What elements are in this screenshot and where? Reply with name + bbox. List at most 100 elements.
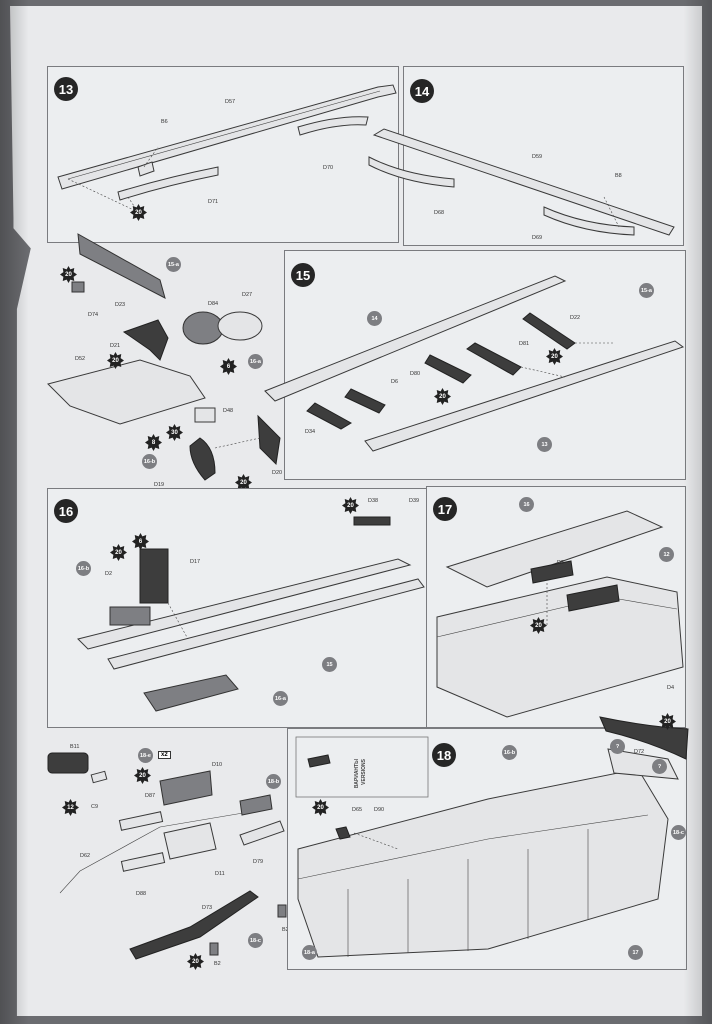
part-label-d11: D11 bbox=[215, 871, 225, 877]
chassis-illustration bbox=[264, 275, 685, 452]
part-label-d73: D73 bbox=[202, 905, 213, 911]
part-label-d27: D27 bbox=[242, 292, 253, 298]
part-label-d10: D10 bbox=[212, 762, 223, 768]
part-label-b11: B11 bbox=[70, 744, 80, 750]
glue-badge: 6 bbox=[220, 358, 237, 375]
part-label-d62: D62 bbox=[80, 853, 91, 859]
step-18-panel: 18 ВАРИАНТЫ VERSIONS 16-b 20 ? ? D72 20 … bbox=[287, 713, 689, 970]
step-number: 17 bbox=[433, 497, 457, 521]
glue-badge: 12 bbox=[62, 799, 79, 816]
glue-badge: 20 bbox=[235, 474, 252, 491]
ref-badge-16: 16 bbox=[519, 497, 534, 512]
part-label-b2-right: B2 bbox=[282, 927, 289, 933]
part-label-d88: D88 bbox=[136, 891, 147, 897]
question-badge-1: ? bbox=[610, 739, 625, 754]
part-label-d6: D6 bbox=[391, 379, 399, 385]
step-14-panel: 14 D59 B8 D68 D69 bbox=[368, 66, 684, 246]
question-badge-2: ? bbox=[652, 759, 667, 774]
step-number: 14 bbox=[410, 79, 434, 103]
ref-badge-17: 17 bbox=[628, 945, 643, 960]
ref-badge-16b: 16-b bbox=[502, 745, 517, 760]
bus-body-illustration bbox=[295, 716, 689, 958]
ref-badge-16b: 16-b bbox=[76, 561, 91, 576]
part-label-d69: D69 bbox=[532, 235, 543, 241]
part-label-d4: D4 bbox=[667, 685, 675, 691]
part-label-d84: D84 bbox=[208, 301, 219, 307]
step-18-parts-area: B11 18-e x2 D10 18-b 20 12 C9 D87 D62 D7… bbox=[40, 731, 290, 986]
ref-badge-15a: 15-a bbox=[639, 283, 654, 298]
sub-assembly-illustration bbox=[47, 233, 281, 481]
chassis-illustration bbox=[77, 516, 425, 712]
step-number: 18 bbox=[432, 743, 456, 767]
part-label-d74: D74 bbox=[88, 312, 99, 318]
part-label-d23: D23 bbox=[115, 302, 126, 308]
part-label-d38: D38 bbox=[368, 498, 379, 504]
part-label-d81: D81 bbox=[519, 341, 530, 347]
glue-badge: 6 bbox=[132, 533, 149, 550]
step-15-panel: 15 15-a D22 14 D81 20 D80 D6 20 D34 13 bbox=[264, 250, 686, 480]
part-label-d79: D79 bbox=[253, 859, 264, 865]
ref-badge-13: 13 bbox=[537, 437, 552, 452]
ref-badge-18e: 18-e bbox=[138, 748, 153, 763]
part-label-d52: D52 bbox=[75, 356, 86, 362]
part-label-d39: D39 bbox=[409, 498, 420, 504]
part-label-d72: D72 bbox=[634, 749, 645, 755]
part-label-d5: D5 bbox=[557, 560, 565, 566]
ref-badge-18c: 18-c bbox=[671, 825, 686, 840]
step-number: 15 bbox=[291, 263, 315, 287]
ref-badge-15: 15 bbox=[322, 657, 337, 672]
part-label-c9: C9 bbox=[91, 804, 99, 810]
variant-label-ru: ВАРИАНТЫ bbox=[354, 759, 360, 789]
part-label-b8: B8 bbox=[615, 173, 622, 179]
glue-badge: 20 bbox=[187, 953, 204, 970]
variant-label-en: VERSIONS bbox=[361, 759, 367, 785]
ref-badge-16a: 16-a bbox=[248, 354, 263, 369]
glue-badge: 20 bbox=[546, 348, 563, 365]
part-label-d20: D20 bbox=[272, 470, 283, 476]
glue-badge: 20 bbox=[60, 266, 77, 283]
step-number: 13 bbox=[54, 77, 78, 101]
frame-rail-illustration bbox=[57, 84, 397, 213]
glue-badge: 20 bbox=[107, 352, 124, 369]
glue-badge: 20 bbox=[342, 497, 359, 514]
glue-badge: 20 bbox=[434, 388, 451, 405]
step-16-panel: 16 20 D38 D39 6 20 D17 16-b D2 15 16-a bbox=[47, 488, 430, 728]
part-label-d34: D34 bbox=[305, 429, 316, 435]
step-13-panel: 13 D57 B6 D70 D71 20 bbox=[47, 66, 399, 243]
part-label-d68: D68 bbox=[434, 210, 445, 216]
ref-badge-14: 14 bbox=[367, 311, 382, 326]
glue-badge: 8 bbox=[145, 434, 162, 451]
quantity-multiplier: x2 bbox=[158, 751, 171, 759]
part-label-d87: D87 bbox=[145, 793, 156, 799]
bus-body-illustration bbox=[436, 510, 684, 718]
step-15a-area: 15-a 20 D23 D74 D84 D27 D21 20 D52 6 16-… bbox=[40, 228, 285, 491]
part-label-b6: B6 bbox=[161, 119, 168, 125]
part-label-d65: D65 bbox=[352, 807, 363, 813]
part-label-d22: D22 bbox=[570, 315, 581, 321]
part-label-d80: D80 bbox=[410, 371, 421, 377]
part-label-b2-left: B2 bbox=[214, 961, 221, 967]
exhaust-parts-illustration bbox=[47, 752, 287, 960]
part-label-d2: D2 bbox=[105, 571, 113, 577]
ref-badge-16b: 16-b bbox=[142, 454, 157, 469]
glue-badge: 20 bbox=[134, 767, 151, 784]
glue-badge: 20 bbox=[312, 799, 329, 816]
ref-badge-12: 12 bbox=[659, 547, 674, 562]
part-label-d90: D90 bbox=[374, 807, 385, 813]
step-number: 16 bbox=[54, 499, 78, 523]
part-label-d57: D57 bbox=[225, 99, 236, 105]
part-label-d48: D48 bbox=[223, 408, 234, 414]
glue-badge: 20 bbox=[110, 544, 127, 561]
glue-badge: 30 bbox=[166, 424, 183, 441]
frame-rail-illustration bbox=[368, 128, 675, 236]
ref-badge-18b: 18-b bbox=[266, 774, 281, 789]
glue-badge: 20 bbox=[659, 713, 676, 730]
instruction-page: 13 D57 B6 D70 D71 20 14 bbox=[10, 6, 702, 1016]
ref-badge-16a: 16-a bbox=[273, 691, 288, 706]
part-label-d59: D59 bbox=[532, 154, 543, 160]
ref-badge-15a: 15-a bbox=[166, 257, 181, 272]
part-label-d21: D21 bbox=[110, 343, 121, 349]
part-label-d19: D19 bbox=[154, 482, 165, 488]
part-label-d17: D17 bbox=[190, 559, 201, 565]
glue-badge: 20 bbox=[130, 204, 147, 221]
